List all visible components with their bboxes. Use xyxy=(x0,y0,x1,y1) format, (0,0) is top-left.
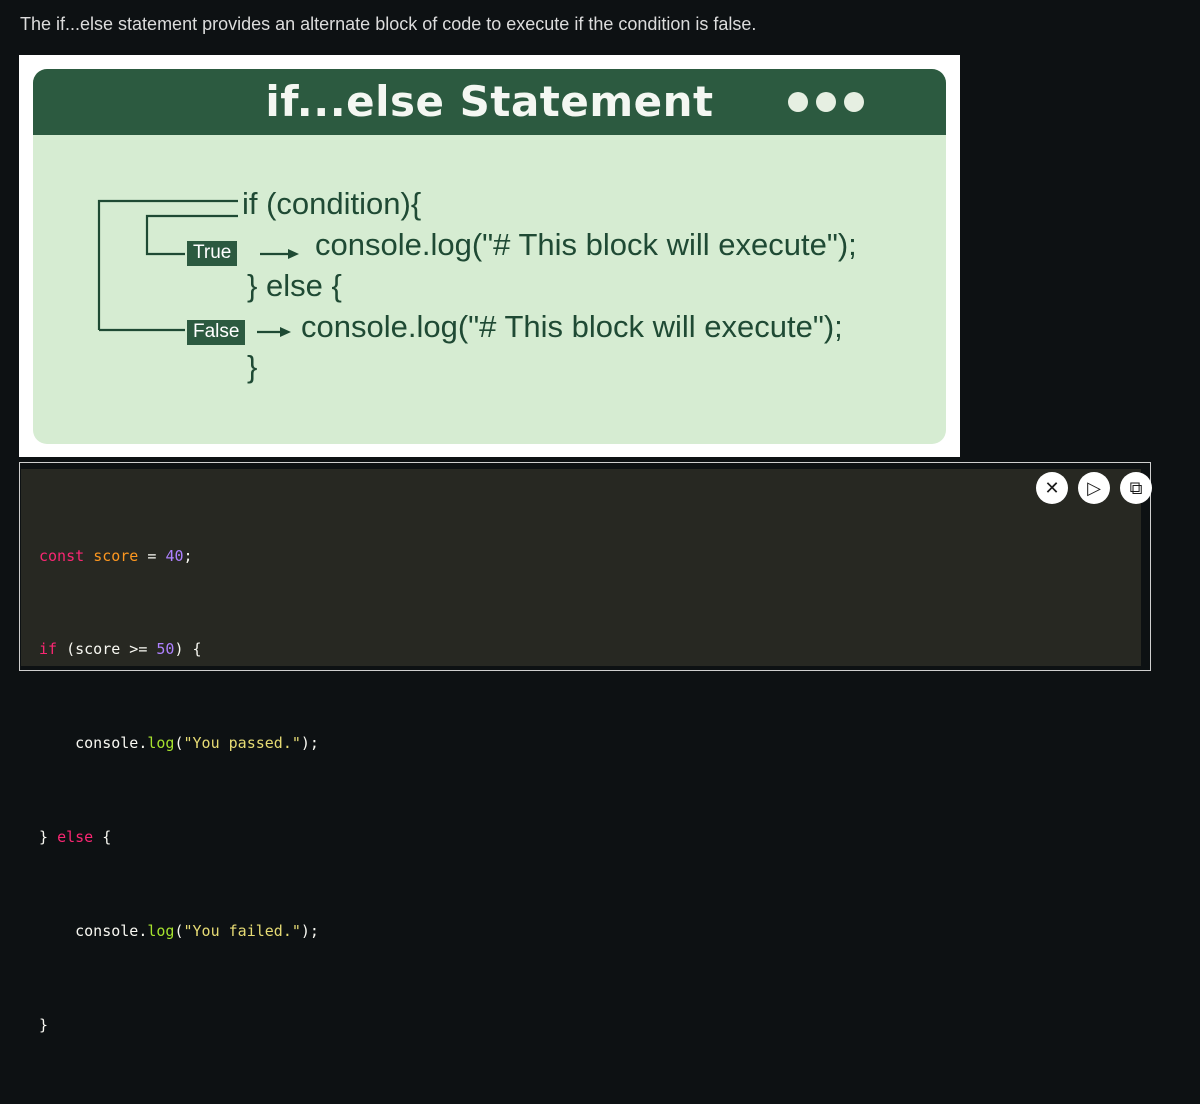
diagram-if-line: if (condition){ xyxy=(242,186,422,221)
true-arrow-icon xyxy=(288,249,299,259)
code-area[interactable]: const score = 40; if (score >= 50) { con… xyxy=(21,469,1141,1034)
diagram-else-line: } else { xyxy=(247,268,342,303)
code-line-5: console.log("You failed."); xyxy=(75,922,319,941)
diagram-close-brace: } xyxy=(247,349,258,384)
diagram-true-code: console.log("# This block will execute")… xyxy=(315,227,857,262)
true-label: True xyxy=(187,241,238,266)
false-label: False xyxy=(187,320,246,345)
dot-icon xyxy=(844,92,864,112)
code-line-2: if (score >= 50) { xyxy=(39,640,202,659)
code-line-4: } else { xyxy=(39,828,112,847)
run-icon[interactable]: ▷ xyxy=(1078,472,1110,504)
window-dots-icon xyxy=(788,92,864,112)
code-block[interactable]: const score = 40; if (score >= 50) { con… xyxy=(39,478,319,1104)
code-line-3: console.log("You passed."); xyxy=(75,734,319,753)
dot-icon xyxy=(788,92,808,112)
diagram-header: if...else Statement xyxy=(33,69,946,135)
close-icon[interactable]: ✕ xyxy=(1036,472,1068,504)
if-else-diagram-image: if...else Statement if (condition){ True… xyxy=(19,55,960,457)
copy-icon[interactable]: ⧉ xyxy=(1120,472,1152,504)
diagram-false-code: console.log("# This block will execute")… xyxy=(301,309,843,344)
intro-text: The if...else statement provides an alte… xyxy=(20,14,757,34)
diagram-title: if...else Statement xyxy=(265,77,714,126)
diagram-card: if...else Statement if (condition){ True… xyxy=(33,69,946,444)
code-line-1: const score = 40; xyxy=(39,546,193,565)
dot-icon xyxy=(816,92,836,112)
false-arrow-icon xyxy=(280,327,291,337)
editor-toolbar: ✕ ▷ ⧉ xyxy=(1036,472,1152,504)
code-line-6: } xyxy=(39,1016,49,1035)
code-editor[interactable]: const score = 40; if (score >= 50) { con… xyxy=(19,462,1152,1034)
flow-arrows xyxy=(97,199,299,337)
